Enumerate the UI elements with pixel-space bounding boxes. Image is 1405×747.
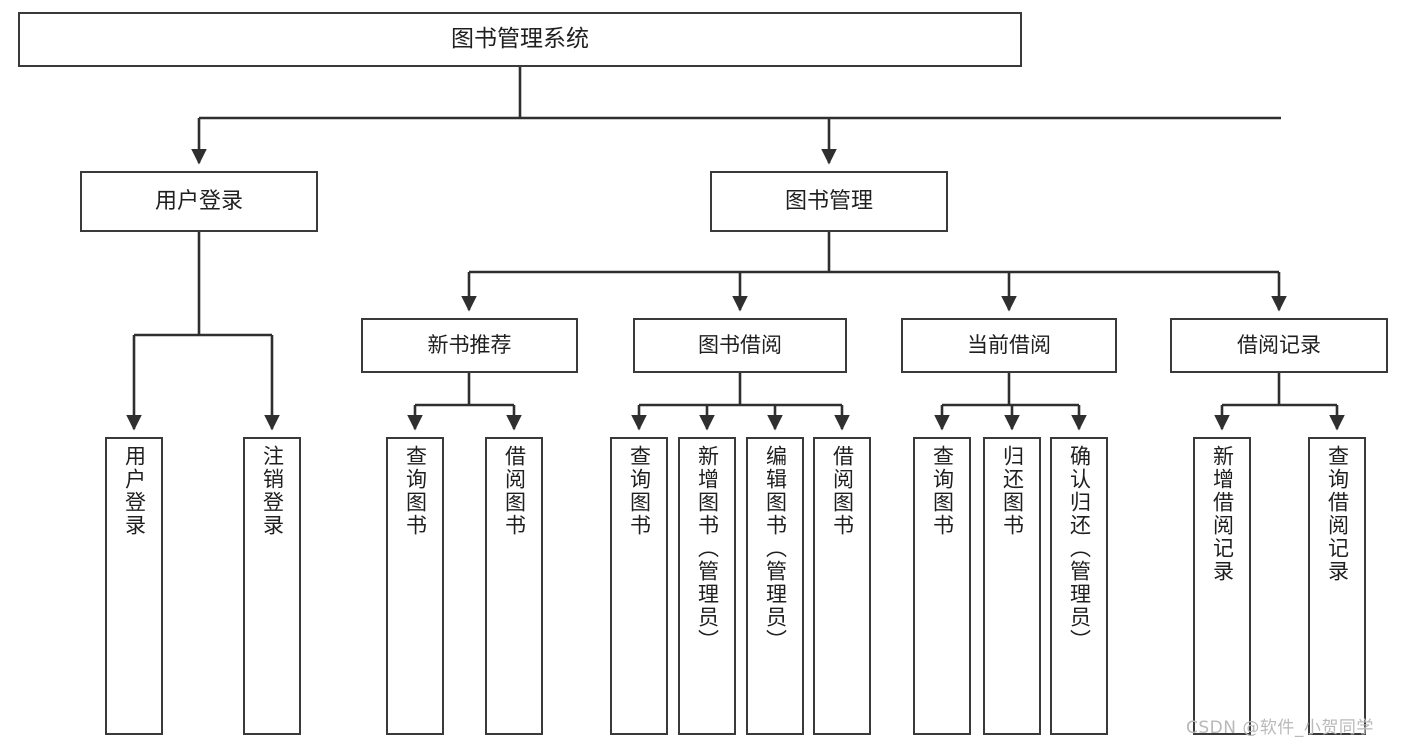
node-user-login-label: 用户登录 [154,188,243,214]
leaf-borrow-book-1-label: 借阅图书 [502,445,527,537]
leaf-return-book-label: 归还图书 [1000,445,1025,537]
leaf-query-book-2-label: 查询图书 [627,445,652,537]
leaf-borrow-book-2-label: 借阅图书 [830,445,855,537]
node-book-manage[interactable]: 图书管理 [710,171,948,232]
leaf-edit-book[interactable]: 编辑图书（管理员） [746,437,804,735]
leaf-query-book-3-label: 查询图书 [930,445,955,537]
leaf-borrow-book-1[interactable]: 借阅图书 [485,437,543,735]
leaf-return-book[interactable]: 归还图书 [983,437,1041,735]
leaf-query-book-3[interactable]: 查询图书 [913,437,971,735]
leaf-add-book-label: 新增图书（管理员） [695,445,720,652]
leaf-add-record-label: 新增借阅记录 [1210,445,1235,583]
node-borrow-record[interactable]: 借阅记录 [1170,318,1388,373]
node-book-manage-label: 图书管理 [784,188,873,214]
node-book-borrow[interactable]: 图书借阅 [633,318,847,373]
node-current-borrow-label: 当前借阅 [967,333,1051,358]
node-root-system-label: 图书管理系统 [451,25,589,52]
leaf-query-book-1-label: 查询图书 [403,445,428,537]
leaf-user-login[interactable]: 用户登录 [105,437,163,735]
leaf-user-login-label: 用户登录 [122,445,147,537]
leaf-add-book[interactable]: 新增图书（管理员） [678,437,736,735]
leaf-query-book-2[interactable]: 查询图书 [610,437,668,735]
leaf-confirm-return-label: 确认归还（管理员） [1067,445,1092,652]
leaf-query-book-1[interactable]: 查询图书 [386,437,444,735]
leaf-query-record-label: 查询借阅记录 [1325,445,1350,583]
leaf-query-record[interactable]: 查询借阅记录 [1308,437,1366,735]
leaf-borrow-book-2[interactable]: 借阅图书 [813,437,871,735]
leaf-user-logout-label: 注销登录 [260,445,285,537]
leaf-edit-book-label: 编辑图书（管理员） [763,445,788,652]
node-new-book-rec[interactable]: 新书推荐 [361,318,578,373]
node-borrow-record-label: 借阅记录 [1237,333,1321,358]
leaf-user-logout[interactable]: 注销登录 [243,437,301,735]
node-user-login[interactable]: 用户登录 [80,171,318,232]
node-book-borrow-label: 图书借阅 [698,333,782,358]
node-root-system[interactable]: 图书管理系统 [18,12,1022,67]
leaf-add-record[interactable]: 新增借阅记录 [1193,437,1251,735]
node-current-borrow[interactable]: 当前借阅 [901,318,1117,373]
node-new-book-rec-label: 新书推荐 [427,333,512,358]
leaf-confirm-return[interactable]: 确认归还（管理员） [1050,437,1108,735]
